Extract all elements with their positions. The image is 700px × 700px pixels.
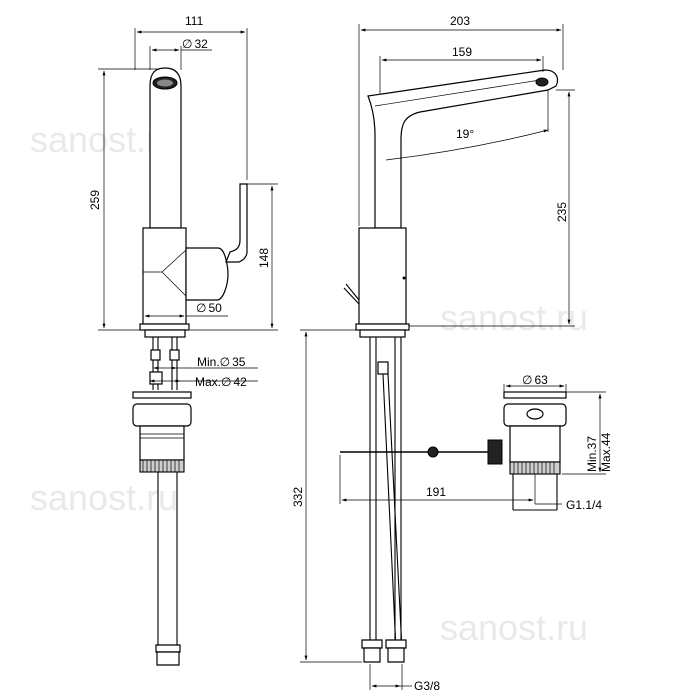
side-base (355, 323, 410, 331)
svg-text:Min.∅35: Min.∅35 (197, 355, 246, 369)
watermark: sanost.ru (440, 297, 588, 338)
hole-min-label: Min. (197, 355, 220, 369)
front-shanks (152, 337, 178, 390)
side-rod-clamp (487, 439, 503, 465)
side-waste-flange (503, 391, 567, 399)
watermark: sanost.ru (440, 607, 588, 648)
front-hose (157, 472, 178, 645)
diameter-symbol: ∅ (522, 373, 532, 387)
dim-waste-thread: G1.1/4 (566, 498, 602, 512)
dim-waste-diameter: 63 (534, 373, 548, 387)
front-waste-flange (132, 391, 192, 399)
dim-hole-min: 35 (232, 355, 246, 369)
hole-max-label: Max. (195, 375, 221, 389)
side-popup-lever (343, 283, 360, 305)
side-waste-thread (509, 461, 561, 475)
dim-rod-length: 191 (426, 485, 446, 499)
front-view (132, 67, 248, 666)
dim-spout-total: 203 (450, 14, 470, 28)
diameter-symbol: ∅ (196, 301, 206, 315)
side-valve-body (358, 227, 407, 325)
dim-supply-thread: G3/8 (414, 679, 440, 693)
front-dimensions: 111 ∅32 259 148 ∅50 Min.∅35 Max.∅42 (88, 14, 278, 389)
side-dimensions: 203 159 235 332 191 ∅63 Min.37 Max.44 G1… (291, 14, 613, 693)
side-view: 19° (340, 69, 567, 663)
front-lever-blade (225, 183, 248, 263)
side-hoses (369, 337, 402, 650)
dim-spout-angle: 19° (456, 127, 474, 141)
dim-hole-max: 42 (233, 375, 247, 389)
dim-waste-max: Max.44 (599, 432, 613, 472)
dim-waste-min: Min.37 (585, 436, 599, 472)
front-handle-hub (185, 247, 229, 301)
watermark-group: sanost.ru sanost.ru sanost.ru sanost.ru (30, 119, 588, 648)
dim-front-width: 111 (185, 14, 204, 28)
front-spout-column (149, 67, 182, 229)
dim-hose-length: 332 (291, 487, 305, 507)
dim-overall-height: 259 (88, 190, 102, 210)
dim-handle-height: 148 (257, 248, 271, 268)
front-base (139, 323, 190, 331)
diameter-symbol: ∅ (182, 37, 192, 51)
front-waste-body (132, 403, 192, 427)
svg-text:∅50: ∅50 (196, 301, 222, 315)
side-aerator (535, 77, 549, 87)
side-spout (367, 69, 559, 229)
svg-text:Max.∅42: Max.∅42 (195, 375, 247, 389)
svg-text:∅32: ∅32 (182, 37, 208, 51)
diameter-symbol: ∅ (220, 355, 230, 369)
dim-spout-diameter: 32 (194, 37, 208, 51)
svg-text:∅63: ∅63 (522, 373, 548, 387)
diameter-symbol: ∅ (221, 375, 231, 389)
watermark: sanost.ru (30, 477, 178, 518)
front-valve-body (142, 227, 187, 325)
dim-spout-height: 235 (555, 202, 569, 222)
front-waste-thread (139, 459, 185, 473)
dim-spout-reach: 159 (452, 45, 472, 59)
dim-body-diameter: 50 (208, 301, 222, 315)
